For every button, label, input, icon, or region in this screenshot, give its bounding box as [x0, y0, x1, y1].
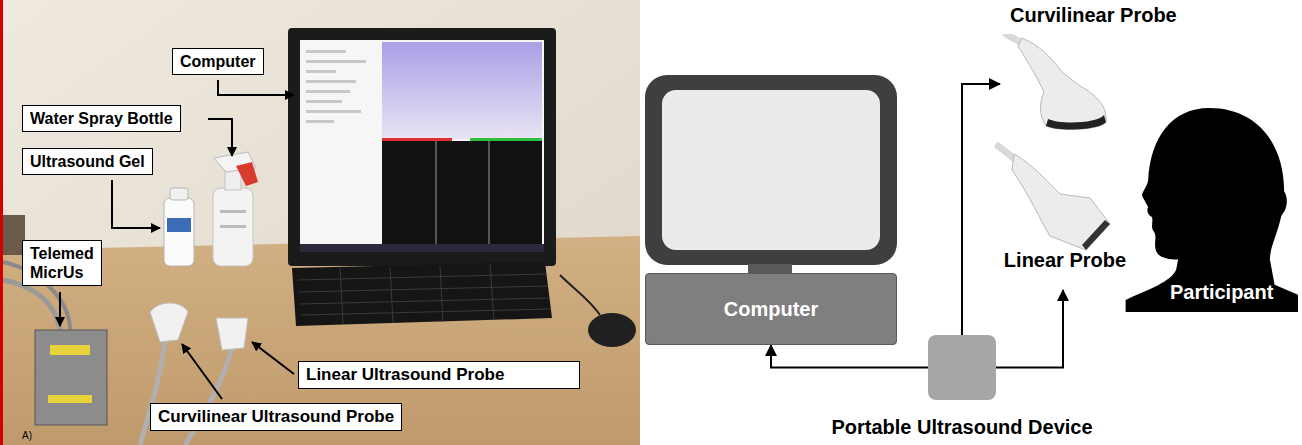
- figure-detail: [208, 119, 232, 156]
- figure-detail: [1012, 154, 1110, 250]
- figure-detail: [306, 80, 356, 83]
- figure-detail: [382, 138, 452, 141]
- figure-detail: [292, 262, 552, 326]
- figure-detail: [306, 70, 336, 73]
- figure-detail: [167, 218, 191, 232]
- node-label: Water Spray Bottle: [30, 109, 173, 128]
- figure-detail: [382, 141, 542, 244]
- figure-detail: [488, 141, 490, 244]
- figure-detail: [3, 236, 640, 445]
- figure-detail: [1082, 220, 1110, 250]
- node-label: Participant: [1170, 281, 1273, 304]
- figure-detail: [59, 292, 61, 326]
- figure-detail: [112, 180, 160, 228]
- connector-arrow: [996, 290, 1063, 368]
- computer-box: Computer: [645, 273, 897, 345]
- figure-detail: [170, 188, 188, 200]
- node-label: Computer: [724, 298, 818, 321]
- figure-detail: [150, 303, 188, 342]
- figure-detail: [35, 330, 107, 425]
- node-label: Ultrasound Gel: [30, 152, 145, 171]
- figure-detail: [3, 0, 640, 445]
- figure-detail: [298, 264, 550, 324]
- figure-detail: [1018, 38, 1106, 129]
- figure-detail: [588, 313, 636, 347]
- figure-detail: [435, 141, 437, 244]
- figure-detail: [298, 274, 546, 280]
- probe-figure: Curvilinear Probe: [1000, 34, 1110, 134]
- callout-box: Telemed MicrUs: [22, 240, 102, 286]
- node-label: Linear Ultrasound Probe: [306, 365, 572, 385]
- participant-figure: Participant: [1120, 108, 1298, 312]
- connector-arrow: [771, 345, 928, 368]
- figure-detail: [440, 266, 443, 322]
- figure-detail: [1046, 115, 1106, 129]
- figure-detail: [288, 28, 556, 266]
- figure-detail: [50, 345, 90, 355]
- figure-detail: [300, 298, 549, 304]
- figure-detail: [490, 264, 494, 320]
- curvilinear-probe-art: [1000, 34, 1110, 134]
- callout-box: Computer: [172, 48, 264, 75]
- figure-detail: [0, 0, 3, 445]
- figure-detail: [390, 267, 393, 323]
- figure-detail: [340, 268, 343, 324]
- figure-detail: [164, 198, 194, 266]
- figure-detail: [220, 225, 246, 228]
- figure-detail: [1126, 108, 1298, 312]
- node-label: Telemed MicrUs: [30, 244, 94, 282]
- figure-detail: [252, 342, 294, 374]
- callout-box: Linear Ultrasound Probe: [298, 361, 580, 389]
- figure-detail: [306, 90, 350, 93]
- figure-detail: [306, 50, 346, 53]
- figure-detail: [306, 120, 334, 123]
- figure-detail: [560, 275, 600, 315]
- figure-detail: [213, 188, 253, 266]
- callout-box: Water Spray Bottle: [22, 105, 181, 132]
- figure-detail: [662, 90, 880, 250]
- figure-detail: [301, 309, 550, 315]
- figure-detail: [470, 138, 542, 141]
- node-label: Linear Probe: [1004, 249, 1126, 272]
- node-label: Computer: [180, 52, 256, 71]
- node-label: Curvilinear Probe: [1010, 4, 1177, 27]
- probe-figure: Linear Probe: [990, 140, 1140, 290]
- figure-detail: [218, 80, 294, 95]
- figure-detail: [306, 110, 361, 113]
- figure-detail: [300, 40, 544, 252]
- node-label: Curvilinear Ultrasound Probe: [158, 407, 394, 427]
- panel-letter: A): [22, 430, 32, 441]
- figure-detail: [182, 344, 222, 399]
- node-label: Portable Ultrasound Device: [831, 416, 1092, 439]
- figure-detail: [220, 210, 246, 213]
- callout-box: Curvilinear Ultrasound Probe: [150, 403, 402, 431]
- figure-detail: [382, 42, 542, 139]
- figure-detail: [645, 75, 897, 265]
- figure-detail: [225, 170, 241, 190]
- figure-detail: [48, 395, 92, 403]
- figure-detail: [306, 50, 366, 123]
- device-box: Portable Ultrasound Device: [928, 335, 996, 400]
- figure-detail: [1277, 187, 1286, 217]
- callout-box: Ultrasound Gel: [22, 148, 153, 175]
- figure-detail: [216, 318, 248, 350]
- connector-arrow: [962, 84, 1000, 335]
- figure-detail: [306, 60, 366, 63]
- figure-detail: [299, 286, 548, 292]
- figure-detail: [300, 244, 544, 252]
- figure-detail: [306, 100, 342, 103]
- figure-detail: [236, 162, 258, 186]
